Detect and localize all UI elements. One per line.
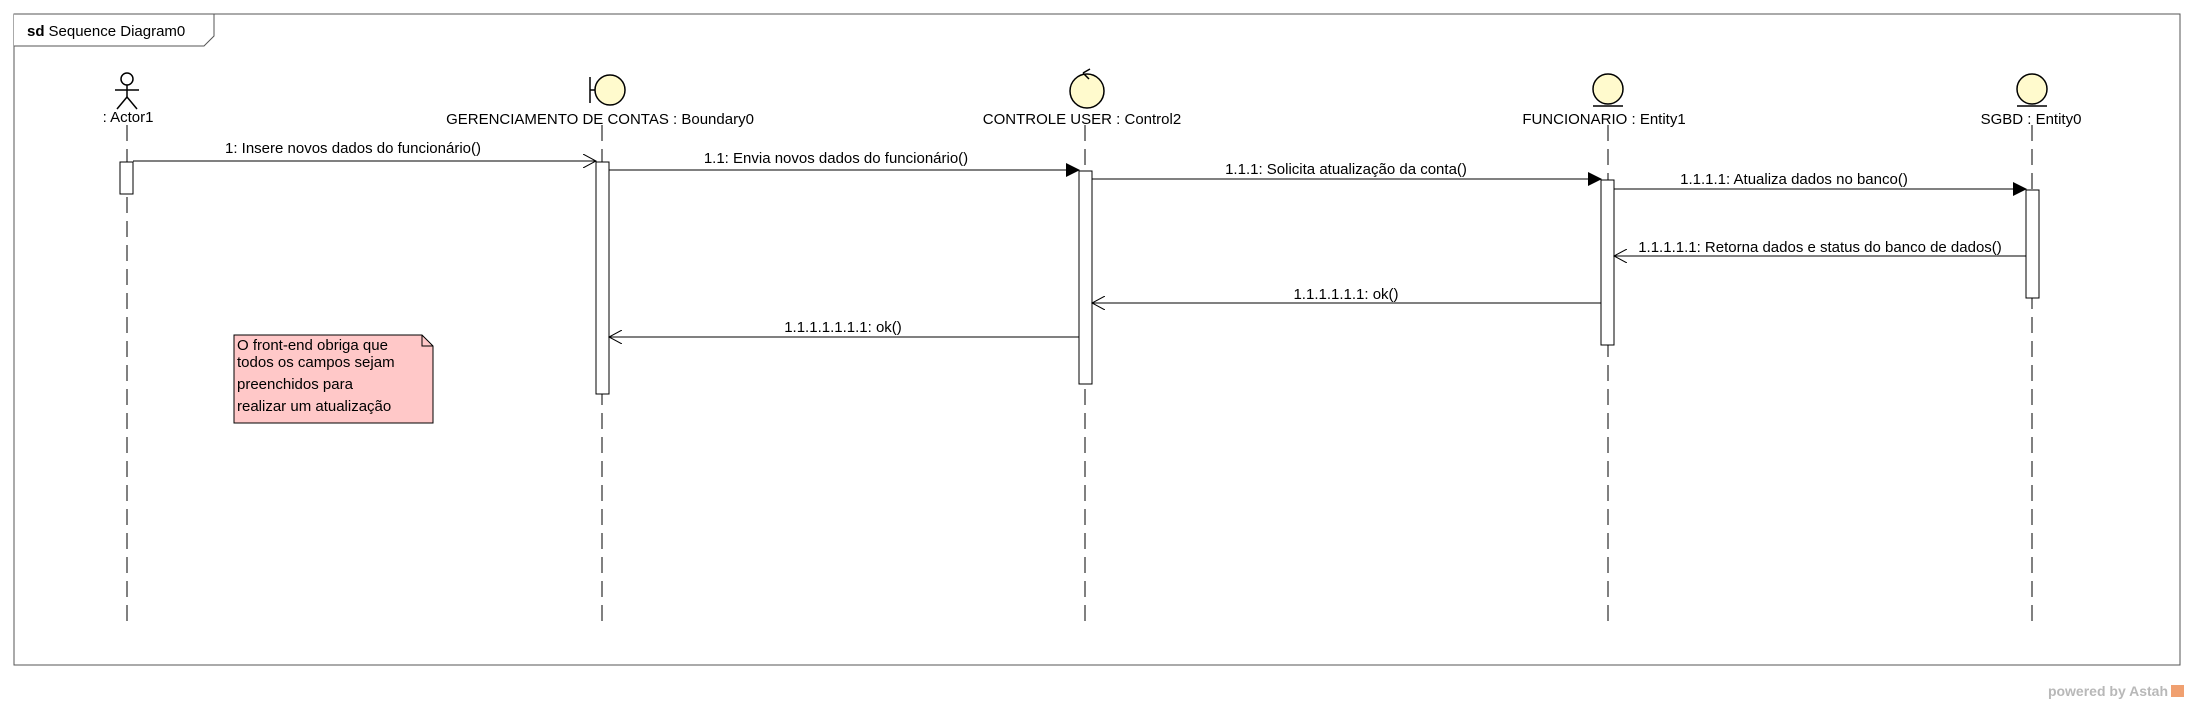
control-label: CONTROLE USER : Control2: [983, 111, 1181, 128]
entity0-icon: [2016, 73, 2048, 107]
note-text: O front-end obriga que todos os campos s…: [237, 337, 399, 415]
message-1-label: 1: Insere novos dados do funcionário(): [225, 140, 481, 157]
message-3-label: 1.1.1: Solicita atualização da conta(): [1225, 161, 1467, 178]
actor-icon: [115, 72, 139, 110]
control-lifeline-head[interactable]: CONTROLE USER : Control2: [983, 68, 1181, 128]
message-7-label: 1.1.1.1.1.1.1: ok(): [784, 319, 902, 336]
actor-label: : Actor1: [103, 109, 154, 126]
control-activation[interactable]: [1078, 170, 1093, 385]
frame-tab: [14, 13, 215, 47]
actor-lifeline-head[interactable]: : Actor1: [103, 72, 154, 126]
note[interactable]: O front-end obriga que todos os campos s…: [233, 334, 434, 424]
note-line: preenchidos para: [237, 376, 354, 393]
message-4-label: 1.1.1.1: Atualiza dados no banco(): [1680, 171, 1908, 188]
message-labels: 1: Insere novos dados do funcionário() 1…: [225, 140, 2002, 336]
actor-activation[interactable]: [119, 161, 134, 195]
note-fold: [421, 335, 433, 347]
control-icon: [1069, 68, 1105, 109]
boundary-activation[interactable]: [595, 161, 610, 395]
note-line: O front-end obriga que: [237, 337, 388, 354]
message-2-label: 1.1: Envia novos dados do funcionário(): [704, 150, 968, 167]
astah-watermark: powered by Astah: [2048, 683, 2184, 699]
entity1-activation[interactable]: [1600, 179, 1615, 346]
activation-bars: [119, 161, 2040, 395]
entity1-label: FUNCIONARIO : Entity1: [1522, 111, 1685, 128]
message-arrows: [133, 161, 2027, 337]
note-line: realizar um atualização: [237, 398, 391, 415]
entity0-activation[interactable]: [2025, 189, 2040, 299]
entity1-icon: [1592, 73, 1624, 107]
frame-keyword: sd: [27, 23, 45, 40]
watermark-text: powered by Astah: [2048, 683, 2168, 699]
astah-logo-icon: [2171, 685, 2184, 697]
entity0-label: SGBD : Entity0: [1981, 111, 2082, 128]
note-line: todos os campos sejam: [237, 354, 395, 371]
boundary-label: GERENCIAMENTO DE CONTAS : Boundary0: [446, 111, 754, 128]
message-6-label: 1.1.1.1.1.1: ok(): [1293, 286, 1398, 303]
boundary-lifeline-head[interactable]: GERENCIAMENTO DE CONTAS : Boundary0: [446, 74, 754, 128]
entity0-lifeline-head[interactable]: SGBD : Entity0: [1981, 73, 2082, 128]
boundary-icon: [589, 74, 626, 106]
frame-name: Sequence Diagram0: [49, 23, 186, 40]
note-body: [233, 334, 434, 424]
entity1-lifeline-head[interactable]: FUNCIONARIO : Entity1: [1522, 73, 1686, 128]
frame-border: [13, 13, 2181, 666]
message-5-label: 1.1.1.1.1: Retorna dados e status do ban…: [1638, 239, 2002, 256]
